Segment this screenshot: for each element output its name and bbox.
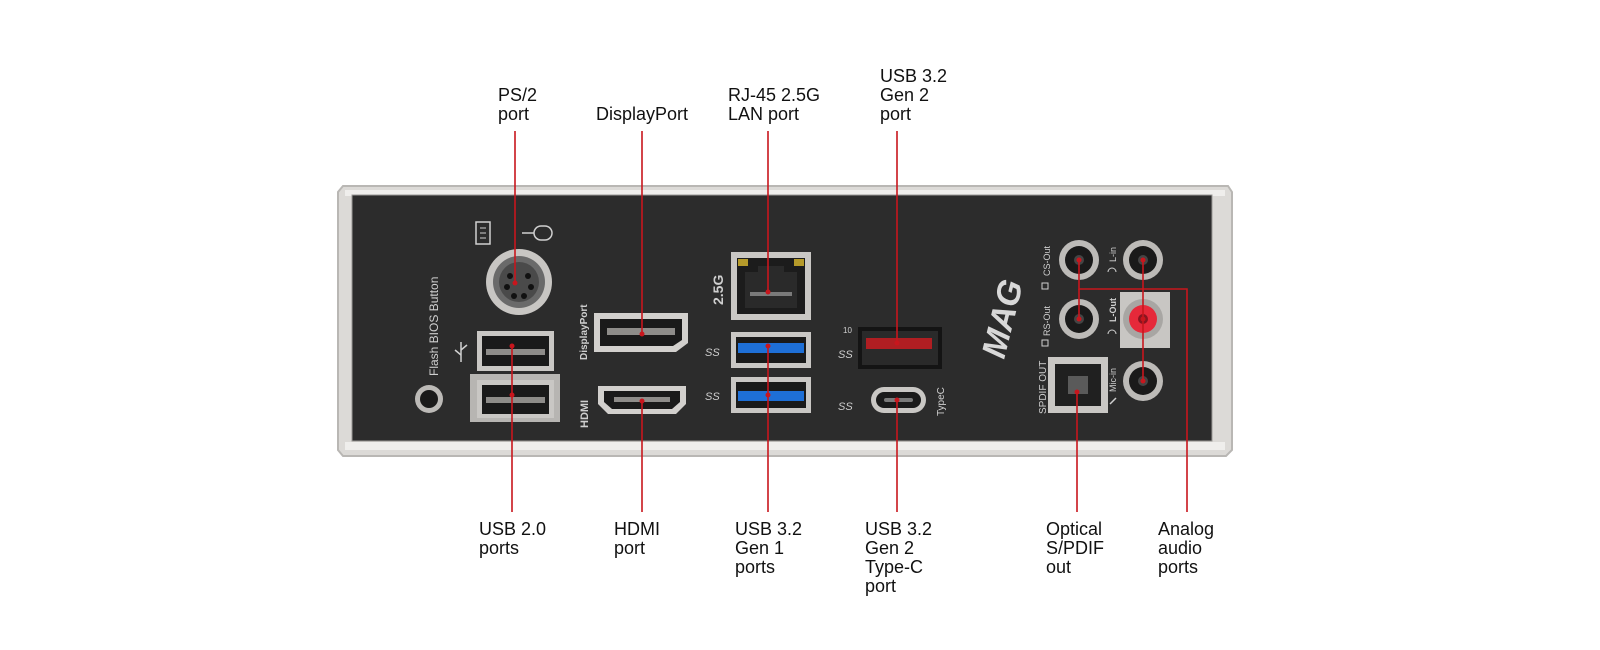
callout-usb32-gen2-typec-port: USB 3.2 Gen 2 Type-C port [865,519,933,596]
usb-icon [454,342,468,362]
spdif-silk: SPDIF OUT [1038,361,1049,414]
flash-bios-button [415,385,443,413]
rj45-port [731,252,811,320]
callout-analog-audio-ports: Analog audio ports [1158,519,1215,577]
keyboard-icon [475,221,491,245]
flash-bios-label: Flash BIOS Button [427,277,441,376]
bracket-top-lip [345,190,1225,196]
hdmi-silk: HDMI [579,400,591,428]
usb-gen2-speed-silk: 10 [843,326,852,335]
usb20-port-bottom [470,374,560,422]
superspeed-icon: SS SS [705,347,720,403]
l-in-silk: L-in [1108,247,1118,262]
l-out-silk: L-Out [1108,298,1118,322]
superspeed-icon: SS [838,401,853,413]
superspeed-icon: SS [838,349,853,361]
speaker-icon [1041,282,1049,347]
svg-text:SS: SS [705,347,720,359]
mic-in-silk: Mic-in [1108,368,1118,392]
callout-ps2-port: PS/2 port [498,85,538,124]
callout-hdmi-port: HDMI port [614,519,660,558]
usb20-port-top [477,331,554,371]
lan-speed-silk: 2.5G [710,275,726,305]
callout-usb32-gen2-port: USB 3.2 Gen 2 port [880,66,948,124]
spdif-port [1048,357,1108,413]
leader-analog [1078,260,1188,512]
callout-usb20-ports: USB 2.0 ports [479,519,547,558]
typec-silk: TypeC [936,387,947,416]
usb32-gen2-port [858,327,942,369]
microphone-icon [1109,397,1117,405]
leader-lines [511,131,1188,512]
usb32-gen1-port-bottom [731,377,811,413]
usb32-gen1-port-top [731,332,811,368]
bracket-bottom-lip [345,442,1225,450]
svg-text:SS: SS [705,391,720,403]
callout-optical-spdif: Optical S/PDIF out [1046,519,1105,577]
cs-out-silk: CS-Out [1042,245,1052,276]
leader-dots [509,257,1146,404]
displayport-silk: DisplayPort [579,304,590,360]
headphone-icon [1107,267,1117,335]
callout-usb32-gen1-ports: USB 3.2 Gen 1 ports [735,519,803,577]
callout-displayport: DisplayPort [596,104,689,124]
callout-rj45-lan-port: RJ-45 2.5G LAN port [728,85,821,124]
ps2-port [486,249,552,315]
rs-out-silk: RS-Out [1042,305,1052,336]
mouse-icon [522,225,553,241]
